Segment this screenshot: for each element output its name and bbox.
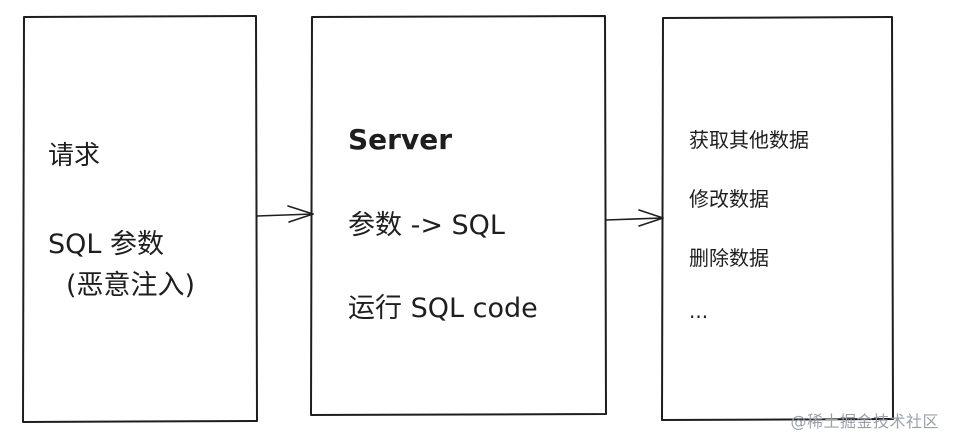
get-other-data-label: 获取其他数据 [689,128,809,152]
watermark-text: @稀土掘金技术社区 [790,412,939,431]
arrow-server-to-result [605,209,664,227]
sql-params-label: SQL 参数 [48,229,165,260]
server-label: Server [348,123,453,156]
delete-data-label: 删除数据 [689,246,769,270]
server-box-border [310,15,607,416]
request-label: 请求 [48,141,101,171]
malicious-injection-label: (恶意注入) [66,270,196,301]
ellipsis-label: ... [689,299,709,323]
params-to-sql-label: 参数 -> SQL [348,210,505,241]
request-box-border [22,15,258,423]
modify-data-label: 修改数据 [689,187,769,211]
result-box-border [661,16,894,421]
run-sql-code-label: 运行 SQL code [348,293,538,324]
arrow-request-to-server [256,205,314,223]
